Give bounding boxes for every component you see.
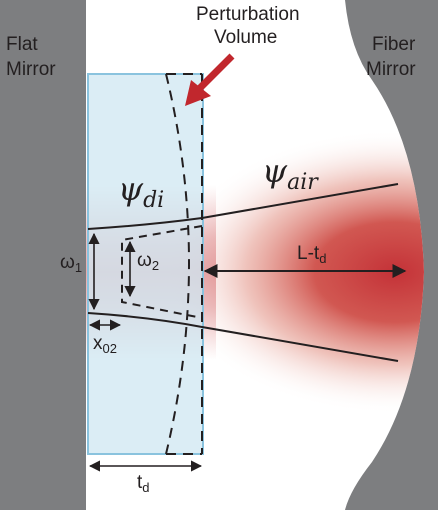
perturbation-pointer-arrow [197, 53, 235, 91]
omega2-label: ω2 [137, 250, 159, 273]
l-td-label: L-td [297, 243, 326, 266]
perturbation-volume-label-line2: Volume [214, 27, 277, 48]
omega1-subscript: 1 [75, 260, 82, 275]
beam-envelope-bottom [87, 312, 399, 362]
perturbation-volume-boundary [165, 73, 190, 455]
td-label: td [137, 472, 150, 495]
flat-mirror [0, 0, 86, 510]
flat-mirror-label-line2: Mirror [6, 59, 56, 80]
omega2-subscript: 2 [152, 258, 159, 273]
dielectric-layer [87, 73, 204, 455]
psi-air-subscript: air [287, 170, 319, 195]
psi-air-label: ψair [262, 152, 319, 195]
td-subscript: d [142, 480, 149, 495]
psi-di-label: ψdi [118, 170, 164, 213]
omega1-symbol: ω [60, 252, 75, 273]
omega2-symbol: ω [137, 250, 152, 271]
flat-mirror-label-line1: Flat [6, 34, 38, 55]
perturbation-pointer-arrowhead [185, 80, 211, 106]
omega2-waist-box [121, 225, 203, 319]
x02-main: x [93, 333, 103, 354]
fiber-mirror-label-line2: Mirror [366, 59, 416, 80]
psi-di-symbol: ψ [118, 170, 144, 208]
perturbation-volume-label-line1: Perturbation [196, 4, 300, 25]
fiber-mirror-label-line1: Fiber [372, 34, 416, 55]
fiber-mirror [345, 0, 438, 510]
psi-air-symbol: ψ [262, 152, 288, 190]
omega1-label: ω1 [60, 252, 82, 275]
x02-subscript: 02 [103, 341, 117, 356]
l-td-subscript: d [319, 251, 326, 266]
psi-di-subscript: di [143, 188, 164, 213]
l-td-main: L-t [297, 243, 320, 264]
beam-envelope-top [87, 183, 399, 230]
td-main: t [137, 472, 143, 493]
x02-label: x02 [93, 333, 117, 356]
